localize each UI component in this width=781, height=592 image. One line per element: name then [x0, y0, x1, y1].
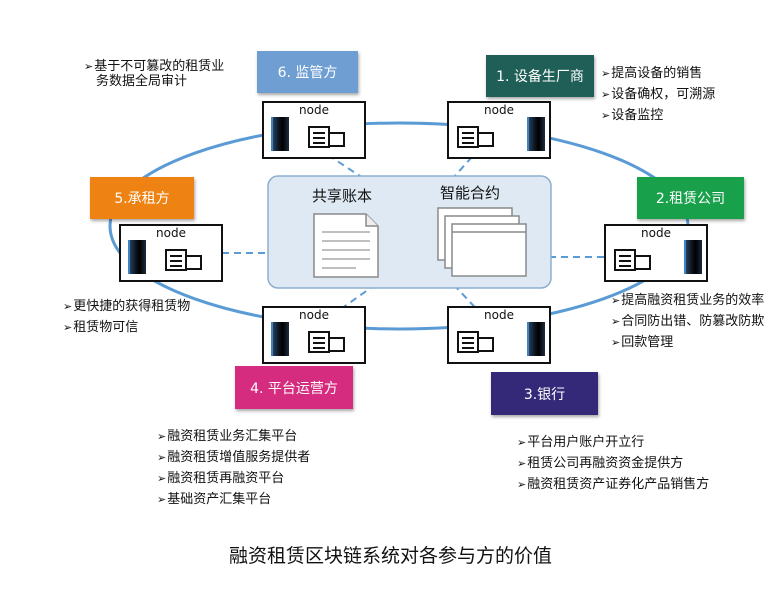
document-icon: [165, 249, 187, 271]
value-item: 提高融资租赁业务的效率: [611, 290, 781, 311]
role-lessee-box: 5.承租方: [90, 177, 194, 219]
window-icon: [634, 255, 651, 270]
leasing-values: 提高融资租赁业务的效率 合同防出错、防篡改防欺 回款管理: [611, 290, 781, 353]
window-icon: [477, 132, 494, 147]
value-item: 更快捷的获得租赁物: [63, 296, 190, 317]
value-item: 务数据全局审计: [96, 74, 188, 89]
document-icon: [457, 331, 479, 353]
shared-ledger-label: 共享账本: [312, 187, 373, 205]
regulator-values: 基于不可篡改的租赁业 务数据全局审计: [84, 59, 224, 89]
node-label: node: [641, 226, 671, 240]
node-leasing: node: [604, 224, 708, 282]
window-icon: [185, 255, 202, 270]
window-icon: [328, 337, 345, 352]
value-item: 融资租赁业务汇集平台: [157, 426, 310, 447]
smart-contract-label: 智能合约: [440, 184, 501, 202]
server-icon: [684, 240, 702, 274]
node-label: node: [156, 226, 186, 240]
role-bank-box: 3.银行: [491, 372, 598, 415]
value-item: 平台用户账户开立行: [517, 432, 709, 453]
document-icon: [457, 126, 479, 148]
value-item: 基础资产汇集平台: [157, 489, 310, 510]
bank-values: 平台用户账户开立行 租赁公司再融资资金提供方 融资租赁资产证券化产品销售方: [517, 432, 709, 495]
value-item: 融资租赁增值服务提供者: [157, 447, 310, 468]
value-item: 融资租赁再融资平台: [157, 468, 310, 489]
server-icon: [527, 322, 545, 356]
node-label: node: [299, 103, 329, 117]
node-label: node: [299, 308, 329, 322]
window-icon: [328, 132, 345, 147]
server-icon: [128, 240, 146, 274]
value-item: 设备确权，可溯源: [601, 84, 715, 105]
server-icon: [271, 322, 289, 356]
node-label: node: [484, 308, 514, 322]
server-icon: [271, 117, 289, 151]
document-icon: [313, 213, 379, 278]
server-icon: [527, 117, 545, 151]
document-icon: [308, 126, 330, 148]
role-manufacturer-box: 1. 设备生厂商: [486, 55, 594, 97]
role-leasing-box: 2.租赁公司: [637, 177, 744, 219]
value-item: 提高设备的销售: [601, 63, 715, 84]
value-item: 融资租赁资产证券化产品销售方: [517, 474, 709, 495]
node-bank: node: [447, 306, 551, 364]
value-item: 基于不可篡改的租赁业: [84, 59, 224, 74]
node-manufacturer: node: [447, 101, 551, 159]
window-icon: [477, 337, 494, 352]
value-item: 租赁公司再融资资金提供方: [517, 453, 709, 474]
value-item: 合同防出错、防篡改防欺: [611, 311, 781, 332]
node-label: node: [484, 103, 514, 117]
role-regulator-box: 6. 监管方: [257, 51, 358, 93]
role-operator-box: 4. 平台运营方: [235, 366, 353, 409]
document-icon: [308, 331, 330, 353]
lessee-values: 更快捷的获得租赁物 租赁物可信: [63, 296, 190, 338]
value-item: 设备监控: [601, 105, 715, 126]
node-lessee: node: [119, 224, 223, 282]
document-icon: [614, 249, 636, 271]
operator-values: 融资租赁业务汇集平台 融资租赁增值服务提供者 融资租赁再融资平台 基础资产汇集平…: [157, 426, 310, 510]
value-item: 回款管理: [611, 332, 781, 353]
value-item: 租赁物可信: [63, 317, 190, 338]
stacked-pages-icon: [437, 207, 527, 277]
figure-caption: 融资租赁区块链系统对各参与方的价值: [228, 545, 552, 567]
node-regulator: node: [262, 101, 366, 159]
manufacturer-values: 提高设备的销售 设备确权，可溯源 设备监控: [601, 63, 715, 126]
node-operator: node: [262, 306, 366, 364]
